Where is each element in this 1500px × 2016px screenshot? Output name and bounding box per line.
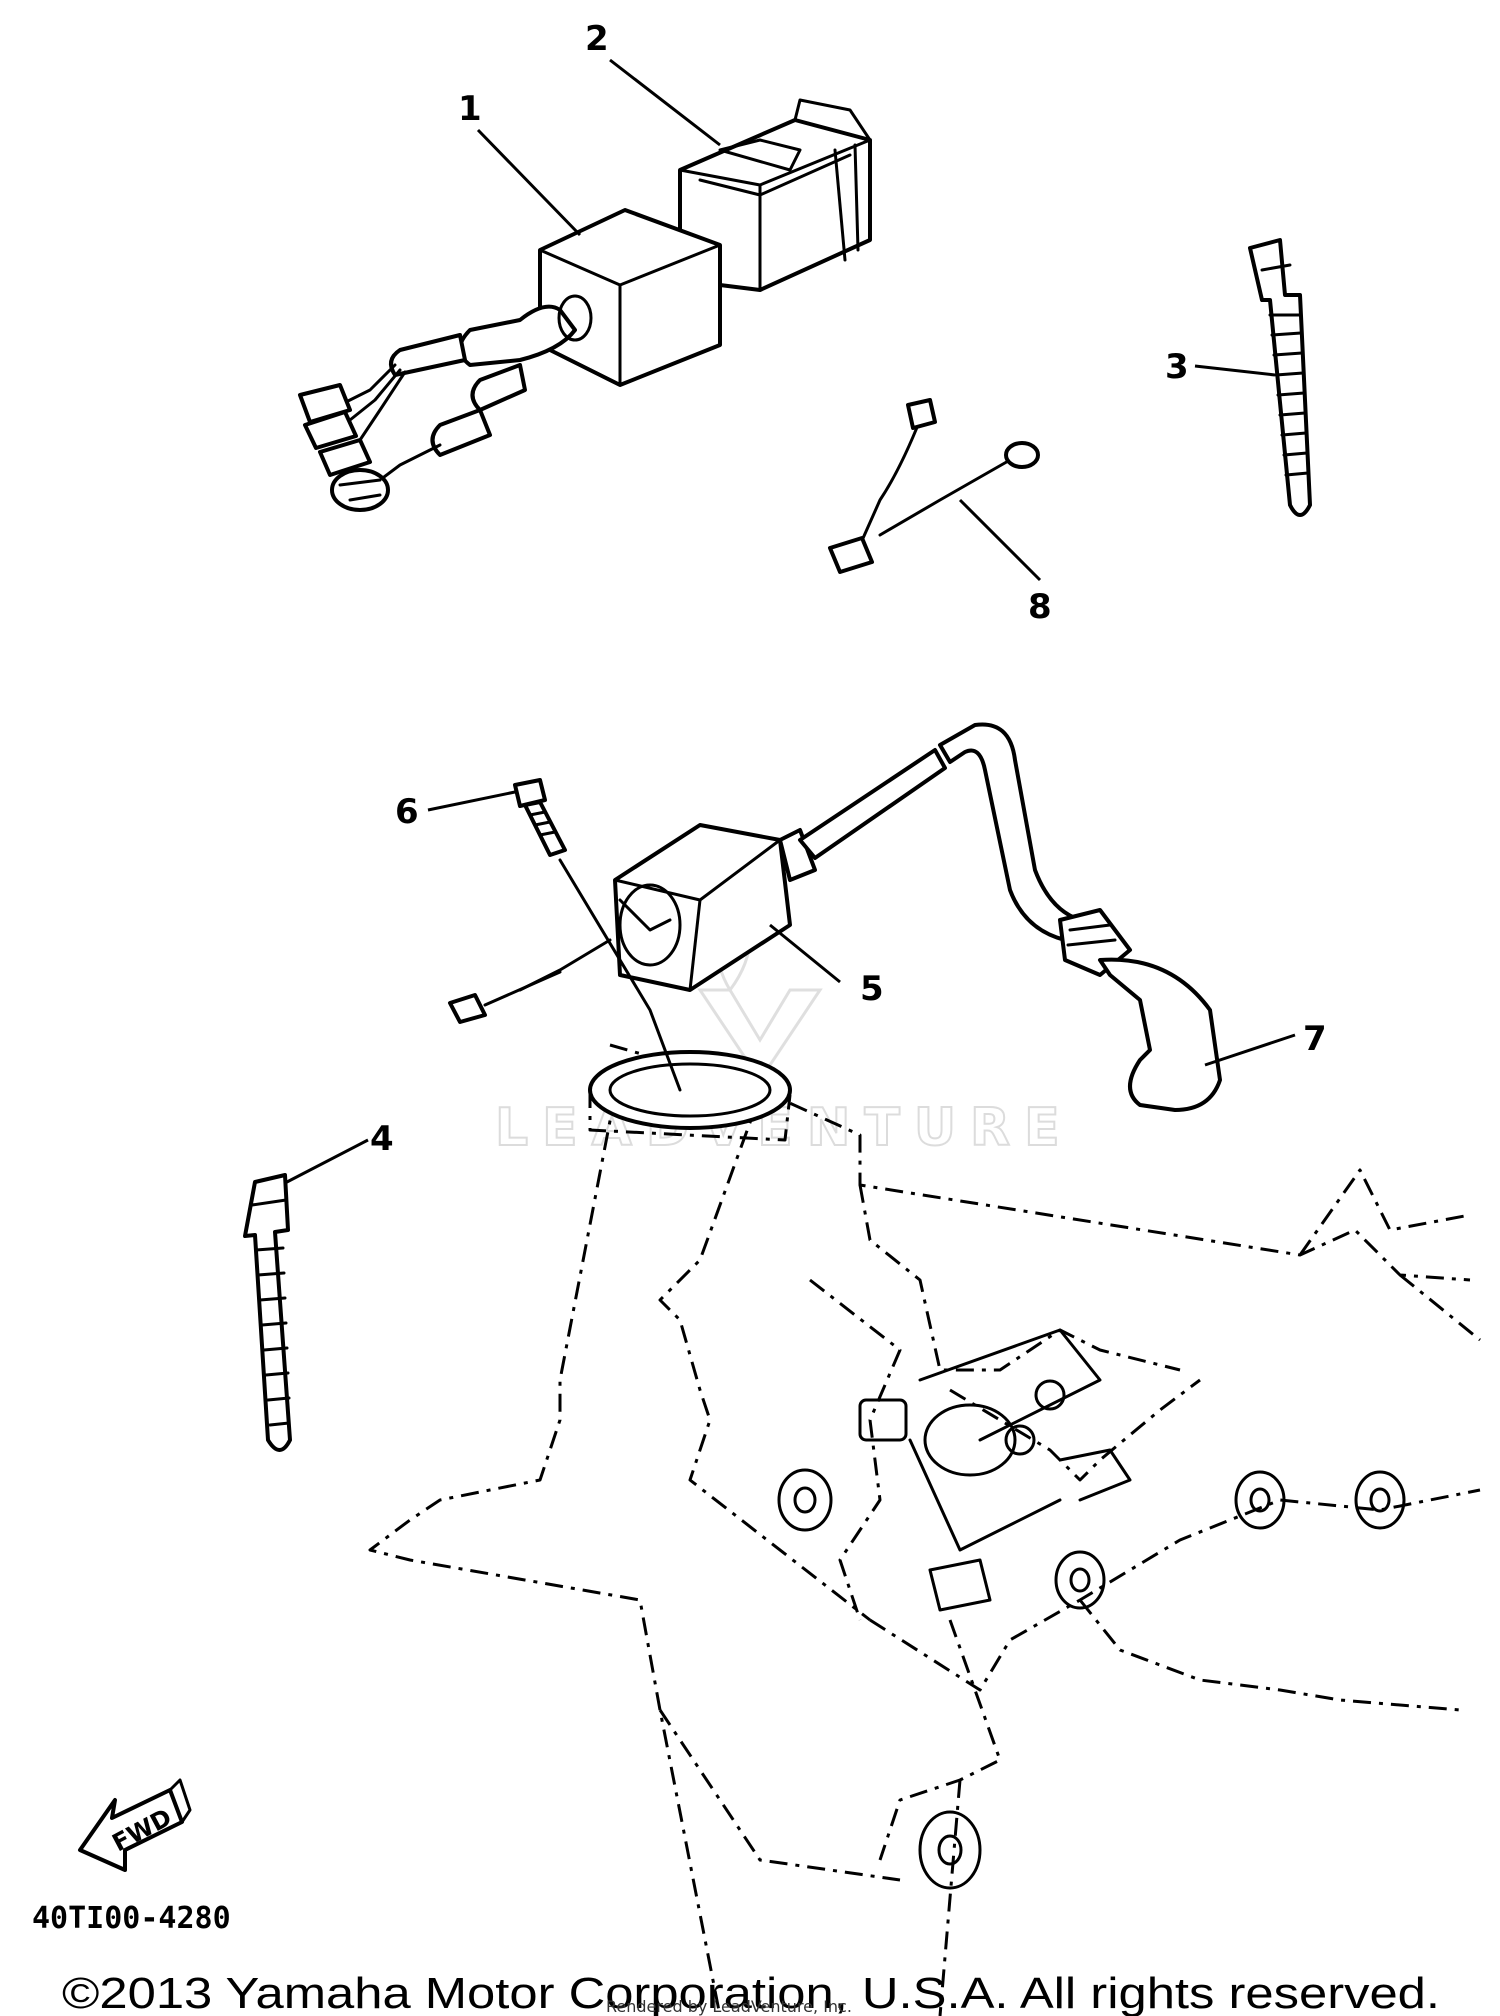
callout-6: 6 — [395, 792, 419, 832]
callout-numbers: 1 2 3 4 5 6 7 8 — [370, 19, 1327, 1159]
diagram-code: 40TI00-4280 — [32, 1901, 231, 1936]
part-4-cable-tie — [243, 1173, 292, 1452]
part-5-ignition-coil — [448, 722, 1082, 1024]
part-7-spark-plug-cap — [1058, 908, 1222, 1112]
callout-5: 5 — [860, 969, 884, 1009]
callout-3: 3 — [1165, 347, 1189, 387]
callout-2: 2 — [585, 19, 609, 59]
part-2-cdi-cover — [678, 98, 872, 292]
part-1-cdi-unit — [298, 208, 722, 512]
part-8-lead-wire — [828, 398, 1040, 574]
part-3-cable-tie — [1248, 238, 1312, 517]
callout-1: 1 — [458, 89, 482, 129]
callout-8: 8 — [1028, 587, 1052, 627]
callout-7: 7 — [1303, 1019, 1327, 1059]
engine-mount-bosses — [777, 1328, 1406, 1890]
leader-lines — [284, 58, 1296, 1185]
part-6-screw — [513, 778, 682, 1092]
frame-outline — [368, 1043, 1481, 2016]
fwd-arrow: FWD — [78, 1778, 192, 1872]
rendered-by-text: Rendered by LeadVenture, Inc. — [606, 1997, 852, 2016]
copyright-text: ©2013 Yamaha Motor Corporation, U.S.A. A… — [62, 1969, 1440, 2016]
callout-4: 4 — [370, 1119, 394, 1159]
svg-text:LEADVENTURE: LEADVENTURE — [495, 1098, 1074, 1158]
